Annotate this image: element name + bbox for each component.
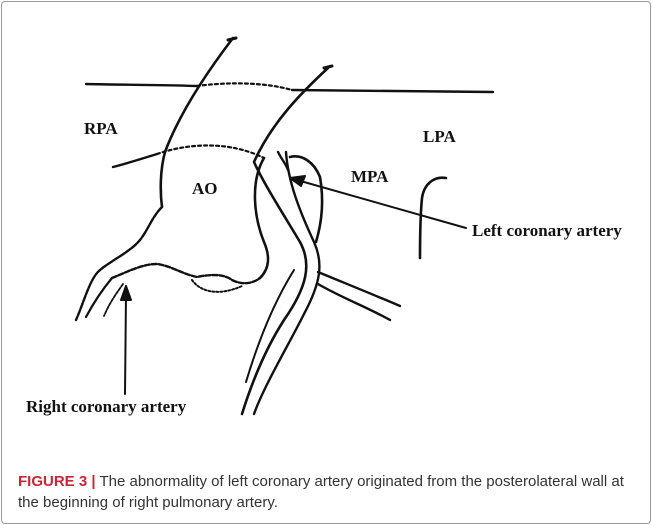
mpa-branch-right-2 [318, 284, 390, 320]
ao-bottom-jagged [112, 264, 260, 283]
mpa-right-wall [290, 156, 322, 242]
diagram: RPA AO MPA LPA Left coronary artery Righ… [2, 2, 650, 432]
figure-number: FIGURE 3 [18, 473, 87, 490]
mpa-left-wall-top [324, 66, 332, 68]
figure-caption: FIGURE 3 | The abnormality of left coron… [18, 471, 638, 513]
pulmonary-lower-dotted [157, 145, 264, 158]
right-coronary-arrow [121, 286, 131, 394]
label-rpa: RPA [84, 119, 118, 139]
pulmonary-upper-line [86, 84, 197, 86]
label-lpa: LPA [423, 127, 456, 147]
label-mpa: MPA [351, 167, 388, 187]
mpa-branch-right [318, 272, 400, 306]
rpa-vessel-top [228, 38, 236, 40]
label-right-coronary-artery: Right coronary artery [26, 397, 186, 417]
diagram-drawing [2, 2, 650, 432]
pulmonary-lower-line [113, 154, 157, 167]
mpa-branch-left-outer [246, 270, 294, 382]
caption-text: The abnormality of left coronary artery … [18, 473, 624, 511]
label-left-coronary-artery: Left coronary artery [472, 221, 622, 241]
label-ao: AO [192, 179, 218, 199]
pulmonary-upper-line-right [292, 90, 493, 92]
pulmonary-upper-dotted [197, 83, 292, 90]
